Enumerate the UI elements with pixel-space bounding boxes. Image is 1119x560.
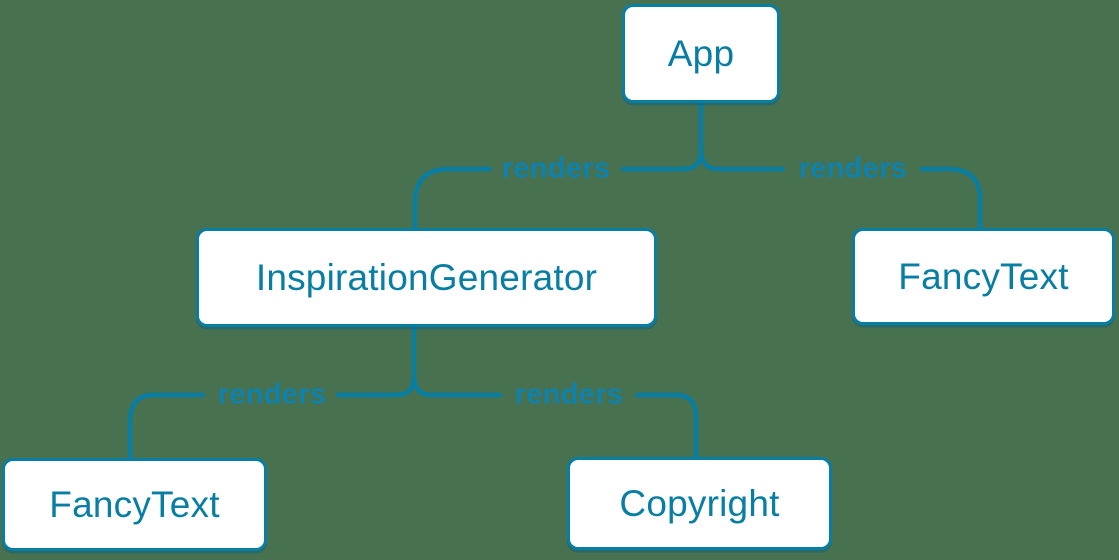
edge-label-ig-fancy-text: renders [217,378,327,411]
node-fancy-text-top-label: FancyText [898,255,1069,297]
connector-into-fancy-text-bottom [127,392,206,461]
node-app-label: App [667,32,735,74]
edge-label-app-fancy-text: renders [798,152,908,185]
connector-ig-to-fancy-text [335,324,417,398]
edge-label-ig-copyright: renders [514,378,624,411]
node-fancy-text-bottom-label: FancyText [49,483,220,525]
node-inspiration-generator: InspirationGenerator [196,228,657,327]
connector-app-to-inspiration-generator [620,100,704,172]
node-app: App [622,4,780,103]
connector-ig-to-copyright [411,374,503,398]
node-copyright-label: Copyright [619,482,780,524]
connector-app-to-fancy-text [698,148,786,172]
connector-into-copyright [634,392,699,460]
connector-into-fancy-text-top [919,166,983,231]
node-fancy-text-top: FancyText [852,228,1115,325]
node-copyright: Copyright [567,457,832,550]
edge-label-app-inspiration-generator: renders [501,152,611,185]
connector-into-inspiration-generator [412,166,493,231]
node-inspiration-generator-label: InspirationGenerator [255,256,598,298]
node-fancy-text-bottom: FancyText [2,458,267,551]
